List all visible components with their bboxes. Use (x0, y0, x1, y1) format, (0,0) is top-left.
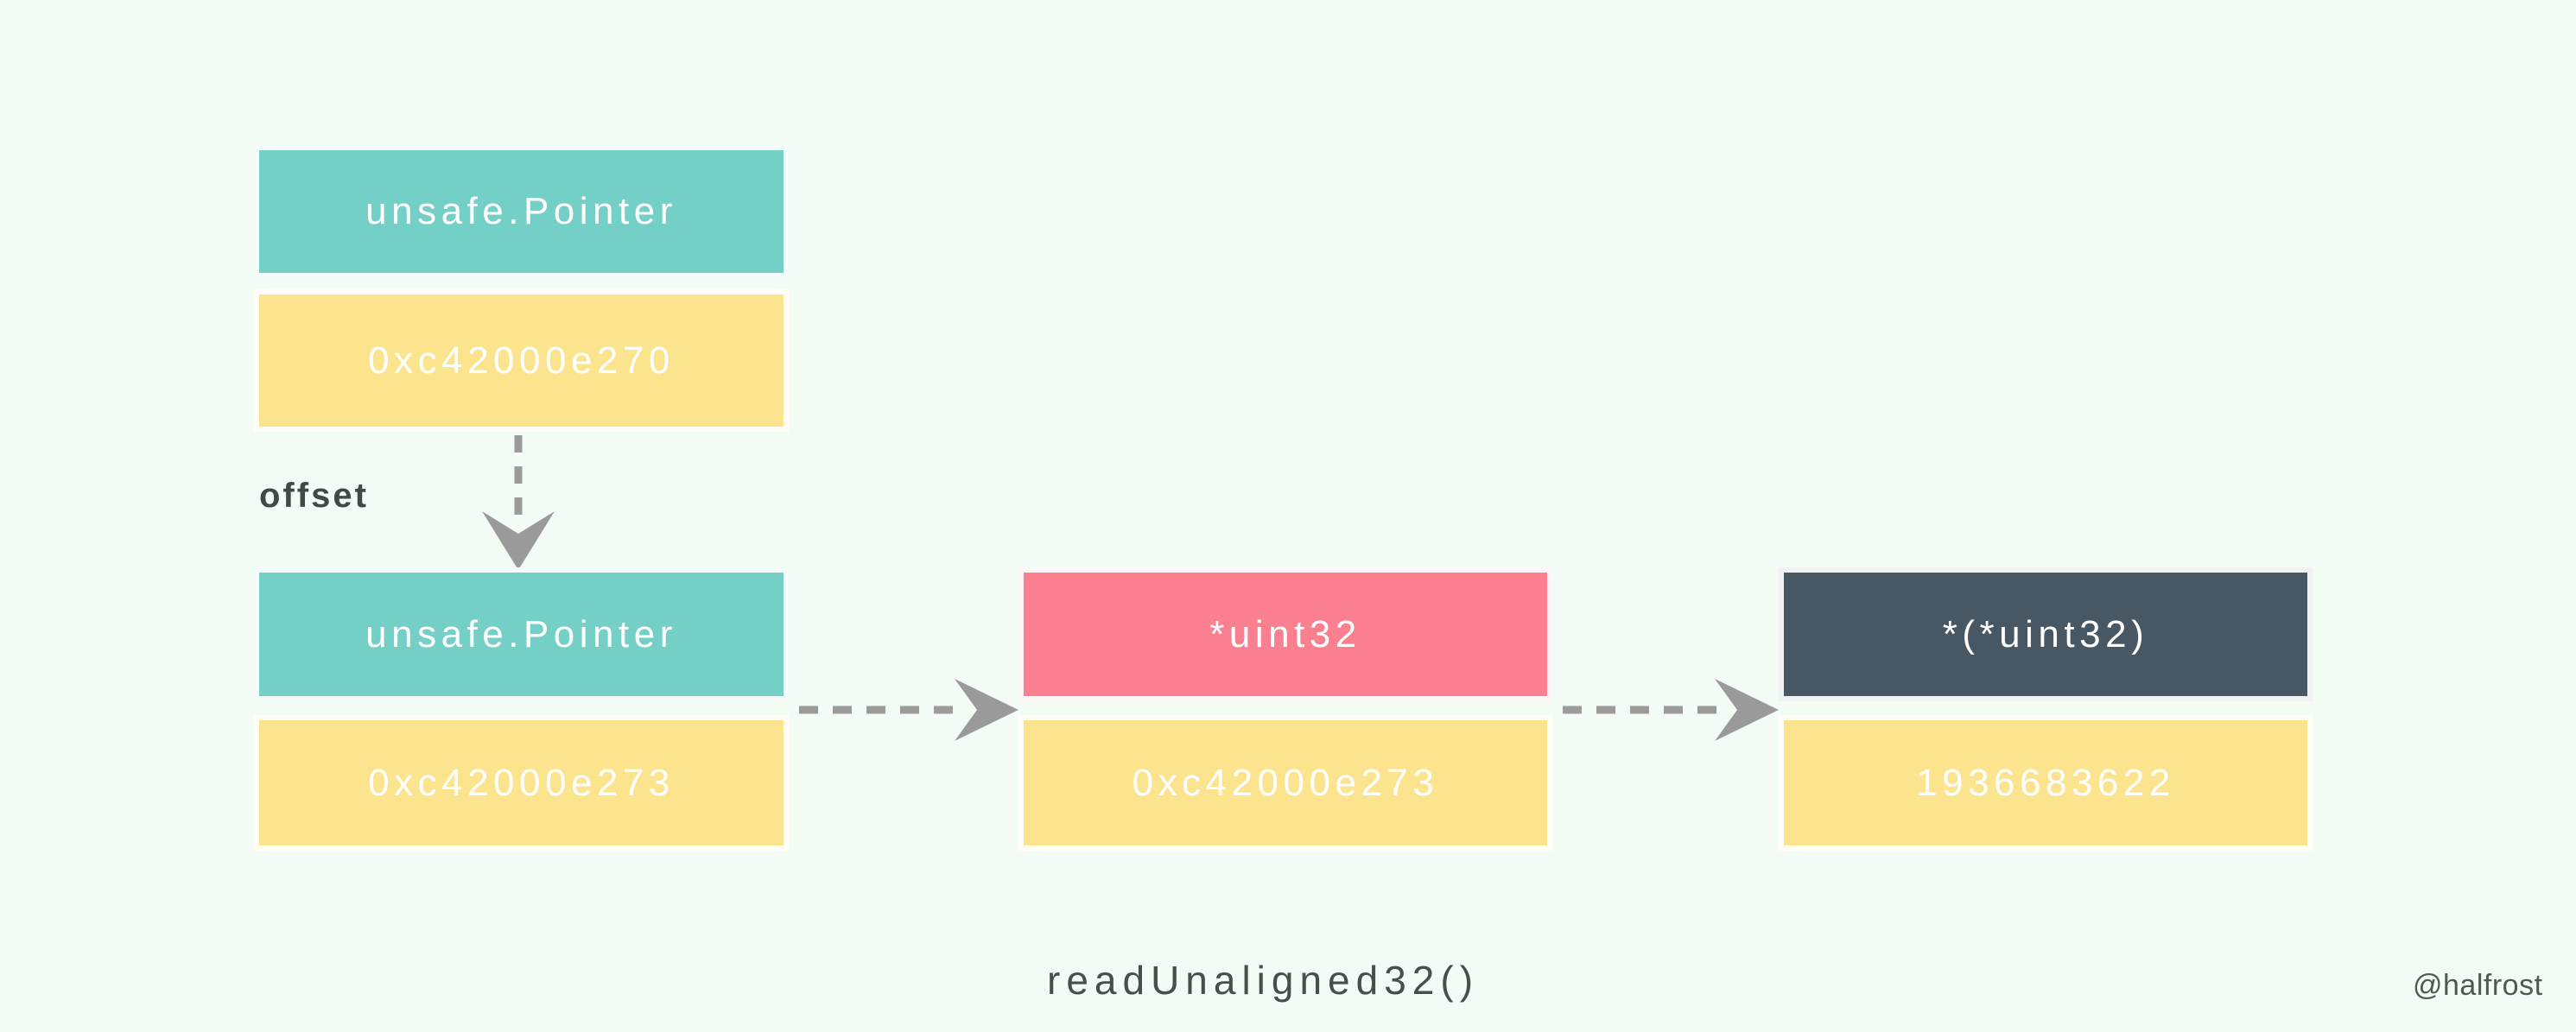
node-uint32-pointer-value: 0xc42000e273 (1018, 715, 1552, 851)
node-source-pointer-type: unsafe.Pointer (254, 145, 789, 278)
node-uint32-deref-value: 1936683622 (1779, 715, 2313, 851)
node-uint32-pointer-type: *uint32 (1018, 567, 1552, 701)
dereference-arrow-icon (1563, 679, 1779, 741)
node-uint32-pointer: *uint32 0xc42000e273 (1018, 567, 1552, 851)
node-source-pointer: unsafe.Pointer 0xc42000e270 (254, 145, 789, 432)
node-offset-pointer-value: 0xc42000e273 (254, 715, 789, 851)
cast-arrow-icon (799, 679, 1018, 741)
watermark-label: @halfrost (2413, 969, 2543, 1002)
node-source-pointer-value: 0xc42000e270 (254, 289, 789, 432)
node-uint32-deref: *(*uint32) 1936683622 (1779, 567, 2313, 851)
diagram-caption: readUnaligned32() (1047, 958, 1480, 1003)
node-offset-pointer: unsafe.Pointer 0xc42000e273 (254, 567, 789, 851)
offset-label: offset (259, 477, 369, 515)
node-uint32-deref-type: *(*uint32) (1779, 567, 2313, 701)
node-offset-pointer-type: unsafe.Pointer (254, 567, 789, 701)
offset-arrow-icon (482, 435, 555, 570)
